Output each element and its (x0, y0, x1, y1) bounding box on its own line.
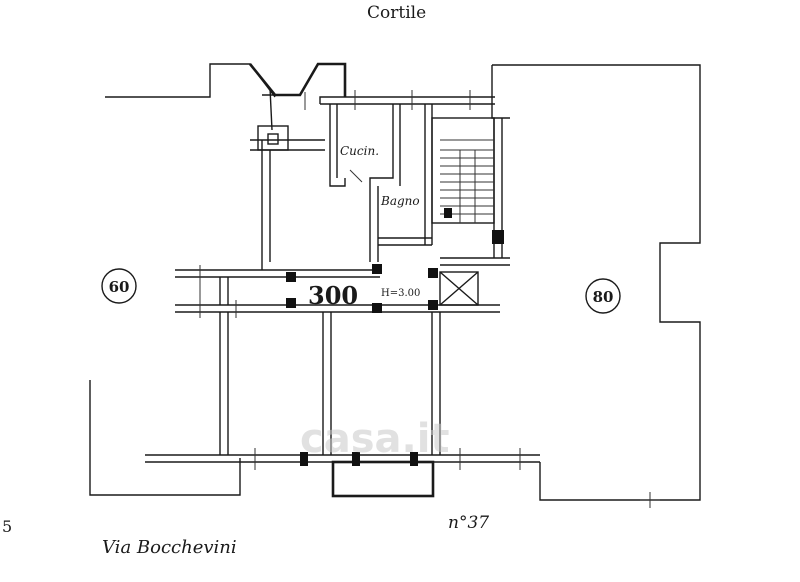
ceiling-height-label: H=3.00 (381, 288, 420, 299)
neighbor-right-marker: 80 (585, 278, 621, 314)
edge-digit: 5 (2, 517, 12, 536)
bathroom-label: Bagno (380, 194, 420, 208)
street-number: n°37 (448, 513, 489, 533)
neighbor-right-number: 80 (593, 288, 614, 306)
area-label: 300 (308, 281, 358, 310)
kitchen-label: Cucin. (340, 144, 379, 158)
neighbor-left-marker: 60 (101, 268, 137, 304)
neighbor-left-number: 60 (109, 278, 130, 296)
watermark: casa.it (300, 416, 450, 462)
dimension-ticks (199, 90, 521, 470)
right-neighbor-outline (491, 64, 701, 508)
street-name: Via Bocchevini (102, 537, 237, 558)
courtyard-label: Cortile (367, 3, 426, 23)
staircase (440, 139, 494, 223)
bay-window (248, 62, 347, 131)
column-blocks (286, 208, 504, 466)
